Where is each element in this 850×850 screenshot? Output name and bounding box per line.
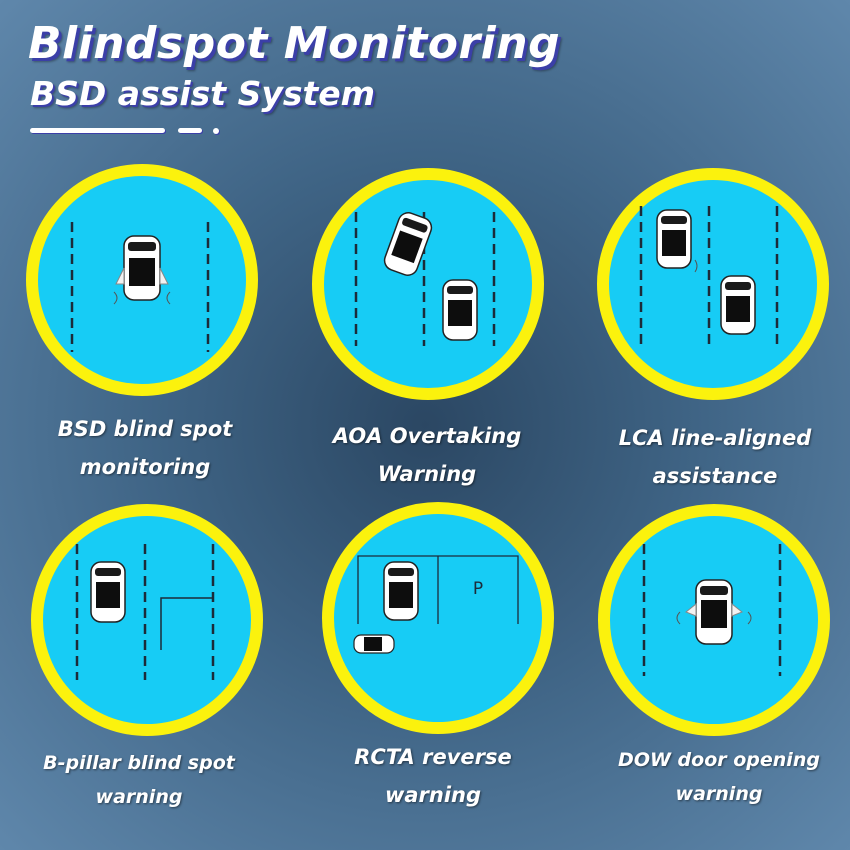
title-underline-dash — [178, 128, 202, 133]
label-line: monitoring — [79, 455, 211, 479]
label-line: warning — [384, 783, 482, 807]
car-top-view-icon — [720, 275, 756, 335]
feature-label-dow: DOW door opening warning — [584, 743, 850, 811]
feature-label-rcta: RCTA reverse warning — [298, 738, 568, 814]
feature-label-aoa: AOA Overtaking Warning — [292, 417, 562, 493]
label-line: BSD blind spot — [57, 417, 233, 441]
car-top-view-icon — [656, 209, 698, 273]
b-pillar-illustration — [31, 504, 263, 736]
label-line: LCA line-aligned — [618, 426, 812, 450]
feature-aoa — [308, 164, 548, 404]
bsd-illustration — [26, 164, 258, 396]
label-line: AOA Overtaking — [332, 424, 522, 448]
feature-lca — [593, 164, 833, 404]
car-top-view-icon — [383, 561, 419, 621]
feature-b-pillar — [27, 500, 267, 740]
car-top-view-icon — [442, 279, 478, 341]
feature-bsd — [22, 160, 262, 400]
label-line: RCTA reverse — [354, 745, 512, 769]
dow-illustration — [598, 504, 830, 736]
car-top-view-icon — [90, 561, 126, 623]
parking-sign: P — [473, 579, 483, 599]
lca-illustration — [597, 168, 829, 400]
label-line: warning — [95, 786, 183, 808]
label-line: Warning — [377, 462, 477, 486]
aoa-illustration — [312, 168, 544, 400]
title-underline — [30, 128, 165, 133]
label-line: assistance — [652, 464, 778, 488]
car-top-view-icon — [353, 634, 395, 654]
car-top-view-icon — [383, 212, 433, 276]
junction-road-edge — [160, 597, 213, 650]
label-line: DOW door opening — [618, 749, 820, 771]
label-line: B-pillar blind spot — [43, 752, 235, 774]
page-subtitle: BSD assist System — [30, 74, 376, 113]
feature-dow — [594, 500, 834, 740]
car-top-view-icon — [676, 579, 752, 645]
label-line: warning — [675, 783, 763, 805]
page-title: Blindspot Monitoring — [28, 18, 561, 69]
feature-label-bsd: BSD blind spot monitoring — [10, 410, 280, 486]
rcta-illustration: P — [322, 502, 554, 734]
car-top-view-icon — [113, 235, 171, 305]
title-underline-dot — [213, 128, 219, 134]
feature-rcta: P — [318, 498, 558, 738]
feature-label-lca: LCA line-aligned assistance — [580, 419, 850, 495]
feature-label-b-pillar: B-pillar blind spot warning — [4, 746, 274, 814]
